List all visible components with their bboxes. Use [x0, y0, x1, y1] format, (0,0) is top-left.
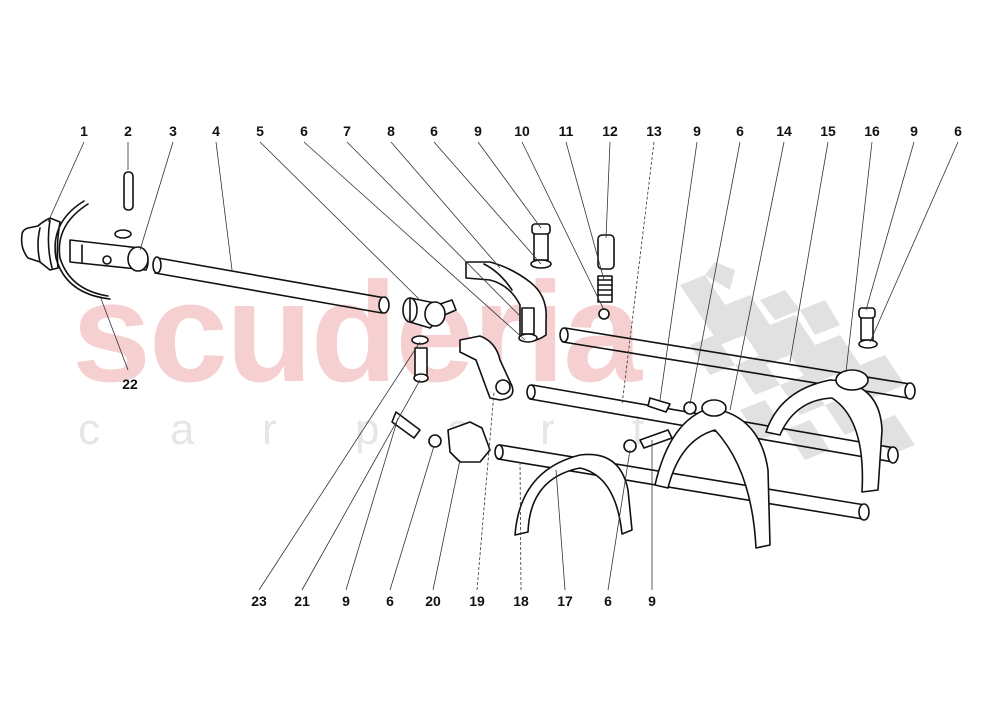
part-14-fork [654, 407, 771, 549]
callout-label: 1 [80, 123, 88, 139]
callout-label: 21 [294, 593, 310, 609]
callout-label: 9 [910, 123, 918, 139]
part-1-boot [20, 217, 61, 271]
callout-label: 12 [602, 123, 618, 139]
watermark-letter: p [355, 405, 380, 454]
callout-label: 7 [343, 123, 351, 139]
callout-label: 14 [776, 123, 792, 139]
callout-label: 5 [256, 123, 264, 139]
part-19-lever [459, 335, 514, 401]
callout-label: 8 [387, 123, 395, 139]
callout-label: 15 [820, 123, 836, 139]
callout-label: 6 [954, 123, 962, 139]
callout-label: 6 [736, 123, 744, 139]
part-17-fork [514, 453, 633, 536]
callout-label: 9 [474, 123, 482, 139]
part-16-fork [765, 379, 883, 493]
watermark-letter: c [78, 405, 100, 454]
part-20-block [447, 421, 491, 463]
callout-label: 19 [469, 593, 485, 609]
callout-label: 10 [514, 123, 530, 139]
callout-label: 17 [557, 593, 573, 609]
callout-label: 16 [864, 123, 880, 139]
watermark-brand: scuderia [72, 253, 642, 412]
bolt-21 [413, 347, 429, 383]
part-10-ball [598, 308, 610, 320]
watermark-letter: a [170, 405, 195, 454]
callout-label: 22 [122, 376, 138, 392]
callout-label: 6 [300, 123, 308, 139]
callout-label: 2 [124, 123, 132, 139]
callout-label: 6 [430, 123, 438, 139]
callout-label: 9 [648, 593, 656, 609]
callout-label: 9 [693, 123, 701, 139]
callout-label: 23 [251, 593, 267, 609]
callout-label: 6 [604, 593, 612, 609]
part-5-sleeve [402, 297, 457, 329]
part-11-spring [597, 275, 613, 303]
callout-label: 11 [558, 123, 574, 139]
part-2-roll-pin [123, 171, 134, 211]
part-18-shaft [494, 444, 870, 521]
part-9-bolt [530, 223, 552, 269]
watermark-letter: r [540, 405, 555, 454]
callout-label: 13 [646, 123, 662, 139]
callout-label: 18 [513, 593, 529, 609]
watermark-letter: r [262, 405, 277, 454]
part-4-shaft [152, 256, 390, 314]
callout-label: 9 [342, 593, 350, 609]
callout-label: 4 [212, 123, 220, 139]
callout-label: 6 [386, 593, 394, 609]
part-22-circlip [54, 200, 111, 300]
callout-label: 20 [425, 593, 441, 609]
callout-label: 3 [169, 123, 177, 139]
